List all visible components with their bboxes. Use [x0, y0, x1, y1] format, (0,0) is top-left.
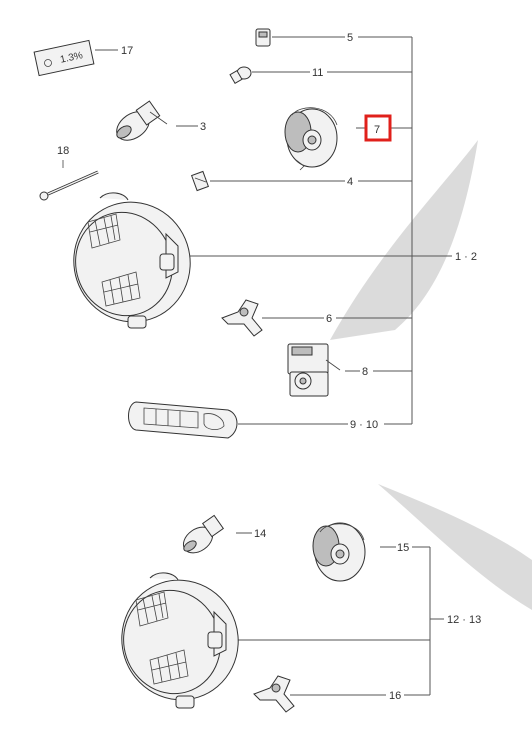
callout-3[interactable]: 3	[200, 121, 206, 133]
callout-16[interactable]: 16	[389, 690, 401, 702]
part-14-halogen-bulb	[182, 514, 225, 554]
part-15-bulb-cover	[312, 522, 366, 582]
callout-9-10[interactable]: 9 · 10	[350, 419, 378, 431]
watermark-shape-upper	[330, 140, 478, 340]
callout-1-2[interactable]: 1 · 2	[455, 251, 477, 263]
callout-15[interactable]: 15	[397, 542, 409, 554]
part-17-aim-sticker: 1.3%	[33, 39, 95, 77]
callout-7[interactable]: 7	[374, 124, 380, 136]
part-3-halogen-bulb	[116, 100, 168, 141]
watermark-shape-lower	[378, 484, 532, 610]
callout-18[interactable]: 18	[57, 145, 69, 157]
part-16-adjuster	[253, 675, 295, 713]
callout-6[interactable]: 6	[326, 313, 332, 325]
part-12-13-headlight	[121, 572, 239, 709]
callout-7-highlight-box	[364, 114, 392, 142]
part-11-side-bulb	[229, 66, 252, 85]
part-5-clip	[255, 28, 271, 47]
part-7-bulb-cover	[284, 107, 338, 171]
sticker-percent-text: 1.3%	[59, 50, 84, 66]
callout-4[interactable]: 4	[347, 176, 353, 188]
callout-5[interactable]: 5	[347, 32, 353, 44]
part-18-adjusting-bolt	[39, 160, 99, 201]
callout-17[interactable]: 17	[121, 45, 133, 57]
part-6-adjuster	[221, 299, 263, 337]
callout-11[interactable]: 11	[312, 67, 323, 79]
part-8-socket-module	[287, 343, 341, 397]
callout-12-13[interactable]: 12 · 13	[447, 614, 481, 626]
part-9-10-indicator-lens	[128, 401, 238, 439]
callout-8[interactable]: 8	[362, 366, 368, 378]
callout-14[interactable]: 14	[254, 528, 266, 540]
part-4-clip-screw	[190, 170, 210, 192]
part-1-2-headlight	[73, 192, 191, 329]
